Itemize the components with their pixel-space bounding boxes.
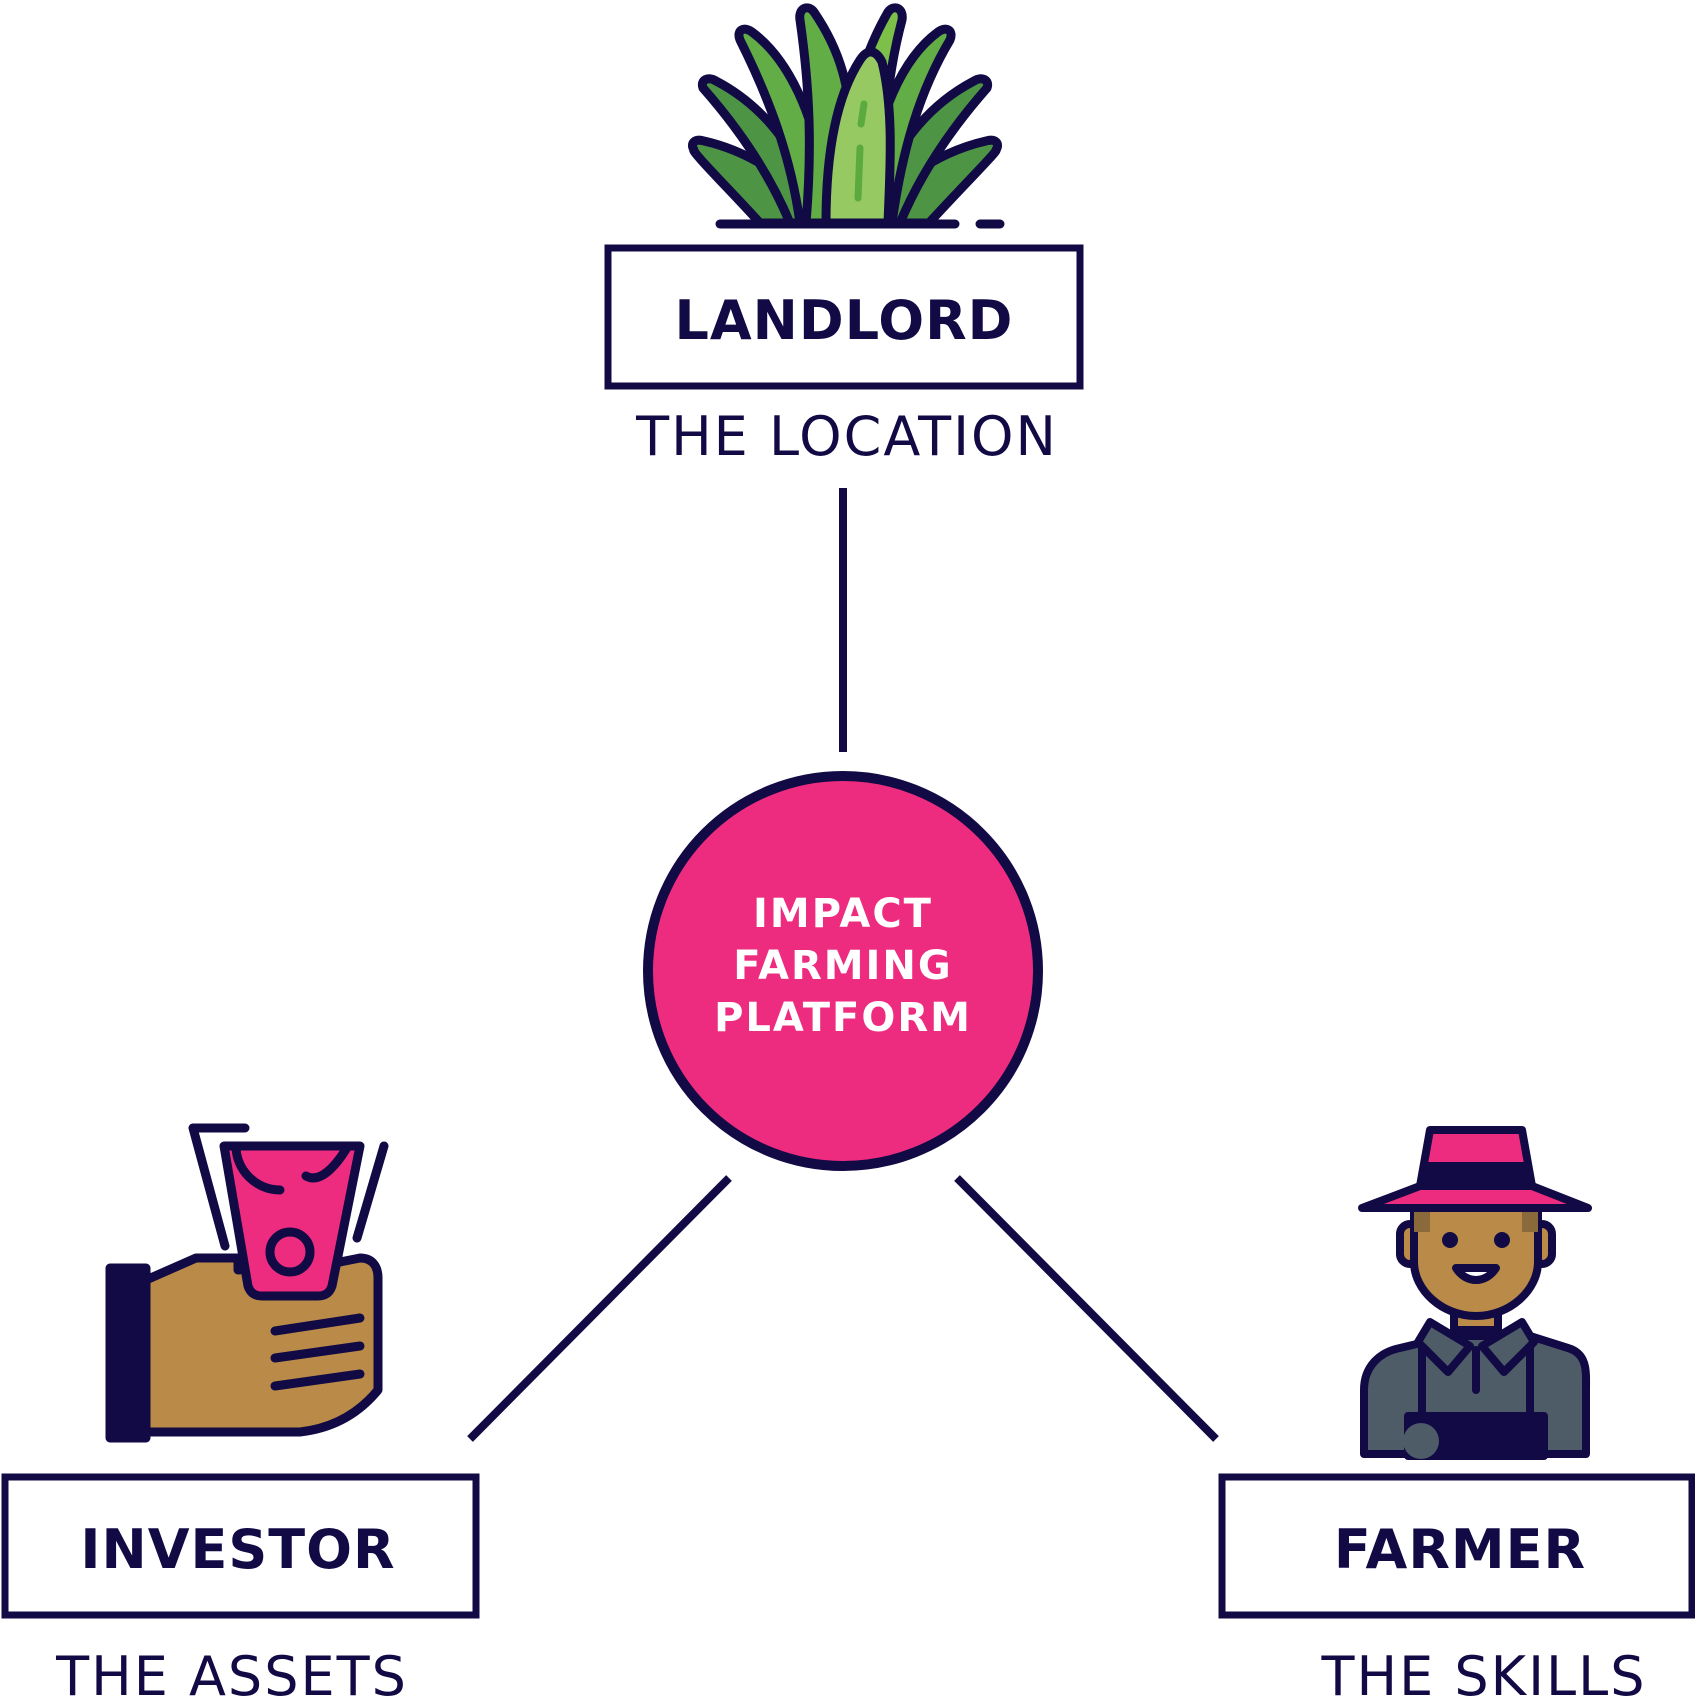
grass-icon bbox=[688, 3, 1005, 229]
farmer-box bbox=[1218, 1473, 1695, 1619]
connector-farmer bbox=[954, 1175, 1219, 1442]
landlord-node: LANDLORD THE LOCATION bbox=[604, 3, 1084, 468]
investor-label: INVESTOR bbox=[80, 1518, 395, 1581]
hand-with-money-icon bbox=[105, 1123, 389, 1443]
investor-node: INVESTOR THE ASSETS bbox=[1, 1123, 480, 1703]
farmer-icon bbox=[1358, 1126, 1592, 1460]
hub-line-3: PLATFORM bbox=[714, 995, 972, 1041]
hub-line-2: FARMING bbox=[733, 943, 953, 989]
farmer-node: FARMER THE SKILLS bbox=[1218, 1126, 1695, 1703]
landlord-label: LANDLORD bbox=[674, 289, 1013, 352]
investor-sublabel: THE ASSETS bbox=[55, 1645, 408, 1703]
landlord-sublabel: THE LOCATION bbox=[635, 405, 1058, 468]
landlord-box bbox=[604, 244, 1084, 390]
hub-circle bbox=[643, 771, 1043, 1171]
farmer-label: FARMER bbox=[1334, 1518, 1586, 1581]
platform-hub: IMPACT FARMING PLATFORM bbox=[643, 771, 1043, 1171]
connector-investor bbox=[467, 1175, 732, 1442]
investor-box bbox=[1, 1473, 480, 1619]
farmer-sublabel: THE SKILLS bbox=[1321, 1645, 1647, 1703]
connectors bbox=[467, 488, 1219, 1442]
hub-line-1: IMPACT bbox=[753, 891, 933, 937]
